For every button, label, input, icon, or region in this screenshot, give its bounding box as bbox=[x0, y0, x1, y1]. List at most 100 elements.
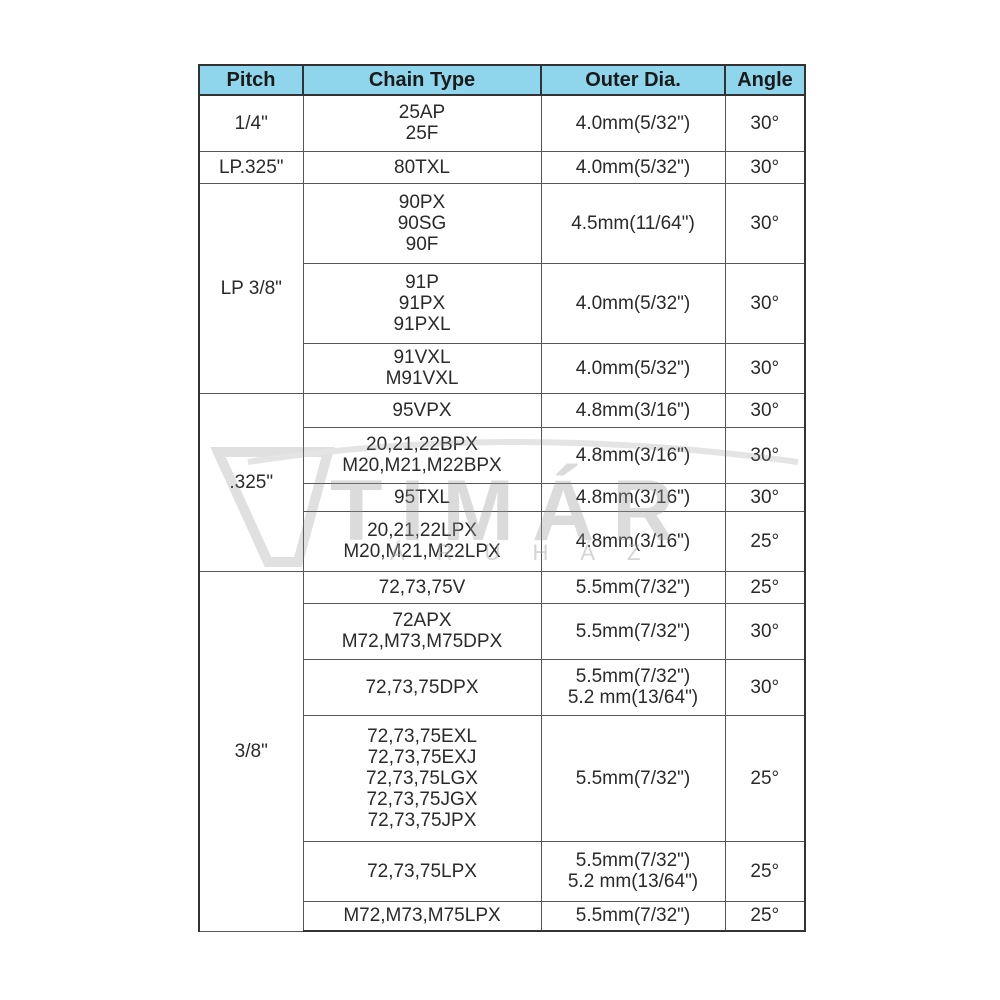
outer-dia-cell-line: 4.8mm(3/16") bbox=[575, 399, 691, 421]
chain-type-cell-line: 72,73,75EXL bbox=[367, 725, 477, 747]
chain-type-cell-line: 20,21,22BPX bbox=[366, 434, 478, 455]
outer-dia-cell-line: 4.8mm(3/16") bbox=[575, 530, 691, 552]
angle-cell: 30° bbox=[724, 182, 806, 264]
chain-type-cell-line: 95VPX bbox=[392, 399, 452, 421]
angle-cell: 25° bbox=[724, 900, 806, 932]
chain-type-cell-line: 91VXL bbox=[393, 347, 451, 368]
pitch-cell: LP 3/8" bbox=[198, 182, 304, 394]
header-angle: Angle bbox=[724, 64, 806, 96]
angle-cell: 30° bbox=[724, 658, 806, 716]
outer-dia-cell-line: 4.8mm(3/16") bbox=[575, 444, 691, 466]
angle-cell: 25° bbox=[724, 570, 806, 604]
outer-dia-cell: 5.5mm(7/32") bbox=[540, 900, 726, 932]
chain-type-cell-line: 72,73,75JPX bbox=[367, 809, 477, 831]
chain-type-cell: 80TXL bbox=[302, 150, 542, 184]
chain-type-cell-line: M20,M21,M22LPX bbox=[343, 541, 501, 562]
outer-dia-cell-line: 4.0mm(5/32") bbox=[575, 357, 691, 379]
outer-dia-cell: 5.5mm(7/32") bbox=[540, 714, 726, 842]
angle-cell: 25° bbox=[724, 510, 806, 572]
angle-cell: 30° bbox=[724, 262, 806, 344]
angle-cell: 25° bbox=[724, 840, 806, 902]
chain-type-cell: 72,73,75V bbox=[302, 570, 542, 604]
chain-type-cell: 95VPX bbox=[302, 392, 542, 428]
chain-type-cell-line: 72,73,75LPX bbox=[367, 860, 477, 882]
chain-type-cell-line: 91P bbox=[405, 271, 439, 293]
header-row: Pitch Chain Type Outer Dia. Angle bbox=[198, 64, 806, 96]
outer-dia-cell-line: 4.0mm(5/32") bbox=[575, 292, 691, 314]
pitch-cell: 3/8" bbox=[198, 570, 304, 932]
chain-type-cell-line: 72,73,75LGX bbox=[366, 767, 478, 789]
angle-cell: 30° bbox=[724, 482, 806, 512]
chain-type-cell-line: 72,73,75JGX bbox=[366, 788, 478, 810]
chain-type-cell-line: 95TXL bbox=[394, 486, 450, 508]
chain-type-cell-line: 91PX bbox=[398, 292, 446, 314]
table-row: 3/8" 72,73,75V 5.5mm(7/32") 25° bbox=[198, 570, 806, 932]
table-row: 95TXL 4.8mm(3/16") 30° bbox=[199, 482, 806, 512]
outer-dia-cell: 5.5mm(7/32")5.2 mm(13/64") bbox=[540, 840, 726, 902]
chain-type-cell: M72,M73,M75LPX bbox=[302, 900, 542, 932]
angle-cell: 30° bbox=[724, 150, 806, 184]
pitch-cell: .325" bbox=[198, 392, 304, 572]
chain-spec-table: Pitch Chain Type Outer Dia. Angle 1/4"25… bbox=[198, 64, 806, 932]
chain-type-cell: 95TXL bbox=[302, 482, 542, 512]
header-chain-type: Chain Type bbox=[302, 64, 542, 96]
angle-cell: 25° bbox=[724, 714, 806, 842]
outer-dia-cell-line: 5.2 mm(13/64") bbox=[567, 687, 699, 708]
outer-dia-cell: 4.0mm(5/32") bbox=[540, 150, 726, 184]
table-row: M72,M73,M75LPX 5.5mm(7/32") 25° bbox=[199, 900, 806, 932]
outer-dia-cell-line: 4.0mm(5/32") bbox=[575, 112, 691, 134]
chain-type-cell-line: M20,M21,M22BPX bbox=[342, 455, 502, 476]
chain-type-cell-line: 91PXL bbox=[393, 313, 451, 335]
outer-dia-cell-line: 5.5mm(7/32") bbox=[575, 576, 691, 598]
chain-type-cell-line: 72,73,75EXJ bbox=[367, 746, 477, 768]
chain-type-cell: 72,73,75DPX bbox=[302, 658, 542, 716]
outer-dia-cell: 4.8mm(3/16") bbox=[540, 392, 726, 428]
chain-type-cell-line: 20,21,22LPX bbox=[367, 520, 477, 541]
pitch-cell: 1/4" bbox=[198, 94, 304, 152]
outer-dia-cell-line: 5.5mm(7/32") bbox=[575, 620, 691, 642]
chain-spec-sheet: Pitch Chain Type Outer Dia. Angle 1/4"25… bbox=[198, 64, 806, 936]
outer-dia-cell: 4.8mm(3/16") bbox=[540, 510, 726, 572]
table-row: .325" 95VPX 4.8mm(3/16") 30° bbox=[198, 392, 806, 572]
angle-cell: 30° bbox=[724, 392, 806, 428]
outer-dia-cell: 4.0mm(5/32") bbox=[540, 342, 726, 394]
chain-type-cell-line: 25AP bbox=[398, 102, 446, 124]
outer-dia-cell-line: 5.2 mm(13/64") bbox=[567, 871, 699, 892]
chain-type-cell-line: 90F bbox=[405, 233, 439, 255]
outer-dia-cell-line: 5.5mm(7/32") bbox=[575, 767, 691, 789]
header-outer-dia: Outer Dia. bbox=[540, 64, 726, 96]
outer-dia-cell-line: 5.5mm(7/32") bbox=[575, 850, 691, 871]
angle-cell: 30° bbox=[724, 94, 806, 152]
outer-dia-cell: 4.0mm(5/32") bbox=[540, 262, 726, 344]
outer-dia-cell-line: 4.0mm(5/32") bbox=[575, 156, 691, 178]
outer-dia-cell-line: 5.5mm(7/32") bbox=[575, 905, 691, 927]
angle-cell: 30° bbox=[724, 602, 806, 660]
angle-cell: 30° bbox=[724, 342, 806, 394]
chain-type-cell-line: 72,73,75V bbox=[378, 576, 466, 598]
outer-dia-cell-line: 4.8mm(3/16") bbox=[575, 486, 691, 508]
chain-type-cell-line: 80TXL bbox=[394, 156, 450, 178]
outer-dia-cell: 4.0mm(5/32") bbox=[540, 94, 726, 152]
chain-type-cell-line: 90PX bbox=[398, 191, 446, 213]
outer-dia-cell: 4.5mm(11/64") bbox=[540, 182, 726, 264]
outer-dia-cell: 5.5mm(7/32") bbox=[540, 570, 726, 604]
chain-type-cell-line: 90SG bbox=[397, 212, 447, 234]
angle-cell: 30° bbox=[724, 426, 806, 484]
